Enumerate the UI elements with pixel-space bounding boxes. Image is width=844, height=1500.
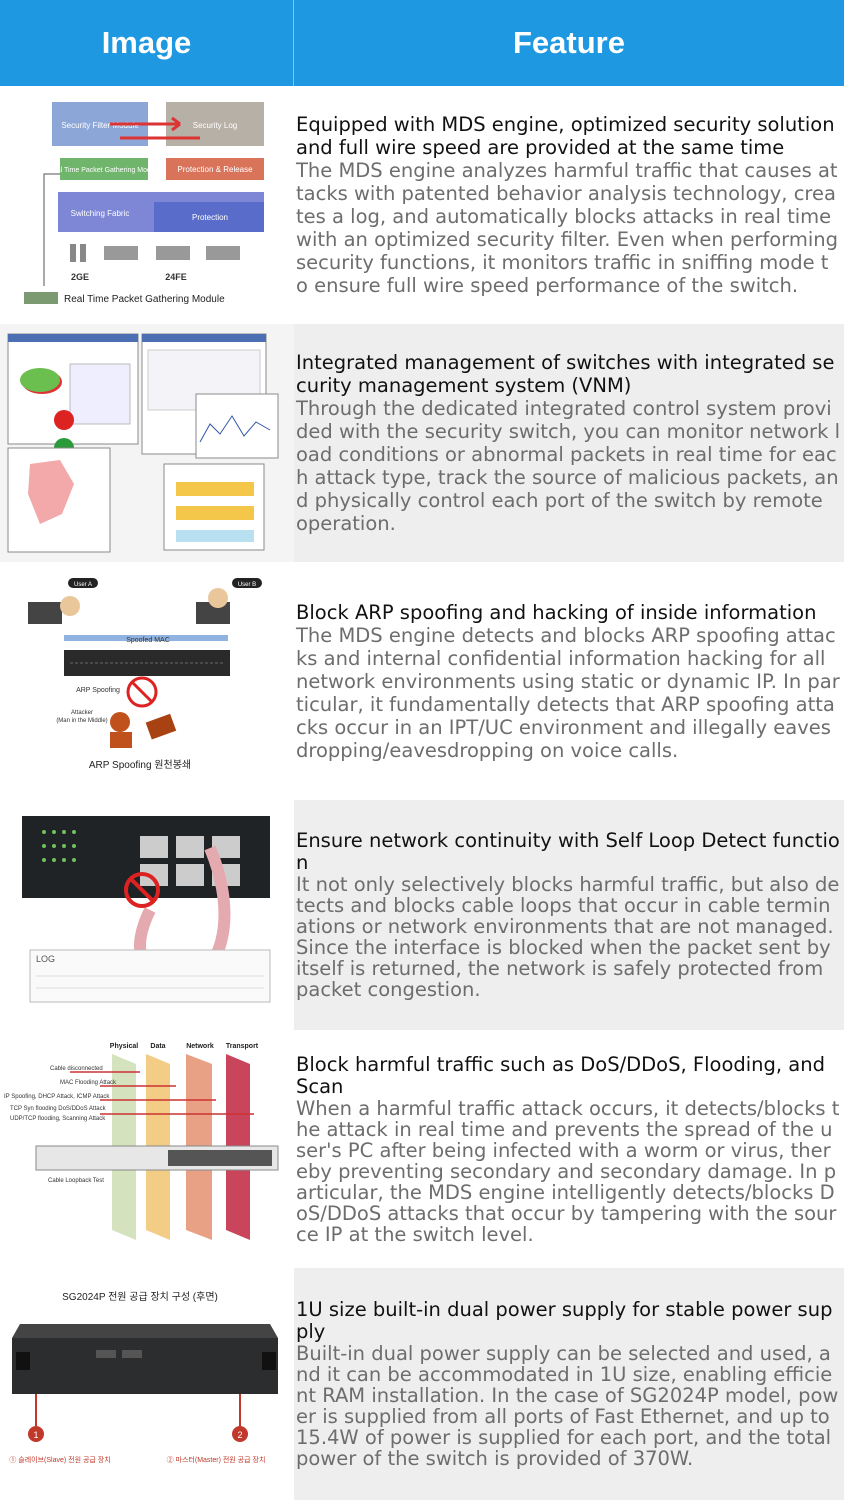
mitm-label: (Man in the Middle) [56, 718, 107, 724]
spoofed-mac-label: Spoofed MAC [126, 637, 170, 644]
arp-spoofing-label: ARP Spoofing [76, 687, 120, 694]
attacker-label: Attacker [71, 710, 93, 716]
feature-row-dos: Physical Data Network Transport Cable di… [0, 1030, 844, 1268]
user-a-label: User A [74, 582, 92, 588]
attack-syn: TCP Syn flooding DoS/DDoS Attack [10, 1106, 107, 1112]
packet-gathering-label: Real Time Packet Gathering Module [48, 167, 161, 174]
feature-row-vnm: Integrated management of switches with i… [0, 324, 844, 562]
feature-row-arp: User A User B Spoofed MAC ARP Spoofing A… [0, 562, 844, 800]
slave-label: ① 슬레이브(Slave) 전원 공급 장치 [9, 1455, 110, 1464]
feature-description: Through the dedicated integrated control… [296, 397, 840, 535]
feature-title: Block harmful traffic such as DoS/DDoS, … [296, 1052, 825, 1098]
feature-row-self-loop: LOG Ensure network continuity with Self … [0, 800, 844, 1030]
feature-text: Block ARP spoofing and hacking of inside… [294, 562, 844, 800]
port-24fe-label: 24FE [165, 272, 187, 282]
master-label: ② 마스터(Master) 전원 공급 장치 [167, 1455, 266, 1464]
layer-network: Network [186, 1043, 214, 1050]
attack-udp: UDP/TCP flooding, Scanning Attack [10, 1116, 106, 1122]
attack-cable: Cable disconnected [50, 1066, 103, 1072]
feature-description: The MDS engine detects and blocks ARP sp… [296, 623, 840, 762]
security-log-label: Security Log [193, 121, 237, 130]
port-2ge-label: 2GE [71, 272, 89, 282]
feature-text: Integrated management of switches with i… [294, 324, 844, 562]
feature-row-power: SG2024P 전원 공급 장치 구성 (후면) 1 2 ① 슬레이브(Slav… [0, 1268, 844, 1500]
feature-column-header: Feature [513, 25, 625, 60]
attack-mac: MAC Flooding Attack [60, 1080, 117, 1086]
marker-2: 2 [237, 1430, 242, 1440]
feature-row-mds-engine: Security Filter Module Security Log Real… [0, 86, 844, 324]
log-label: LOG [36, 954, 55, 964]
security-filter-label: Security Filter Module [61, 121, 139, 130]
feature-title: Equipped with MDS engine, optimized secu… [296, 113, 835, 159]
table-header: Image Feature [0, 0, 844, 86]
switching-fabric-label: Switching Fabric [71, 209, 130, 218]
feature-text: Equipped with MDS engine, optimized secu… [294, 86, 844, 324]
user-b-label: User B [238, 582, 256, 588]
caption-label: Real Time Packet Gathering Module [64, 294, 225, 305]
layer-transport: Transport [226, 1043, 259, 1050]
protection-label: Protection [192, 213, 228, 222]
caption-label: ARP Spoofing 원천봉쇄 [89, 759, 191, 771]
feature-description: When a harmful traffic attack occurs, it… [296, 1096, 840, 1246]
layer-data: Data [150, 1043, 165, 1050]
arp-spoofing-diagram: User A User B Spoofed MAC ARP Spoofing A… [0, 562, 294, 800]
feature-title: Block ARP spoofing and hacking of inside… [296, 600, 817, 624]
power-supply-diagram: SG2024P 전원 공급 장치 구성 (후면) 1 2 ① 슬레이브(Slav… [0, 1268, 294, 1500]
feature-description: Built-in dual power supply can be select… [296, 1342, 839, 1470]
feature-title: Integrated management of switches with i… [296, 351, 835, 397]
protection-release-label: Protection & Release [177, 165, 253, 174]
mds-architecture-diagram: Security Filter Module Security Log Real… [0, 86, 294, 324]
self-loop-diagram: LOG [0, 800, 294, 1030]
feature-description: The MDS engine analyzes harmful traffic … [296, 159, 838, 297]
feature-description: It not only selectively blocks harmful t… [296, 873, 840, 1001]
vnm-screenshots [0, 324, 294, 562]
power-heading: SG2024P 전원 공급 장치 구성 (후면) [62, 1291, 218, 1303]
feature-text: Block harmful traffic such as DoS/DDoS, … [294, 1030, 844, 1268]
dos-layers-diagram: Physical Data Network Transport Cable di… [0, 1030, 294, 1268]
loop-test-label: Cable Loopback Test [48, 1178, 104, 1184]
layer-physical: Physical [110, 1043, 138, 1050]
feature-text: Ensure network continuity with Self Loop… [294, 800, 844, 1030]
feature-title: 1U size built-in dual power supply for s… [296, 1298, 833, 1343]
feature-title: Ensure network continuity with Self Loop… [296, 829, 840, 874]
feature-text: 1U size built-in dual power supply for s… [294, 1268, 844, 1500]
image-column-header: Image [0, 0, 294, 86]
marker-1: 1 [33, 1430, 38, 1440]
attack-ip: IP Spoofing, DHCP Attack, ICMP Attack [4, 1094, 110, 1100]
